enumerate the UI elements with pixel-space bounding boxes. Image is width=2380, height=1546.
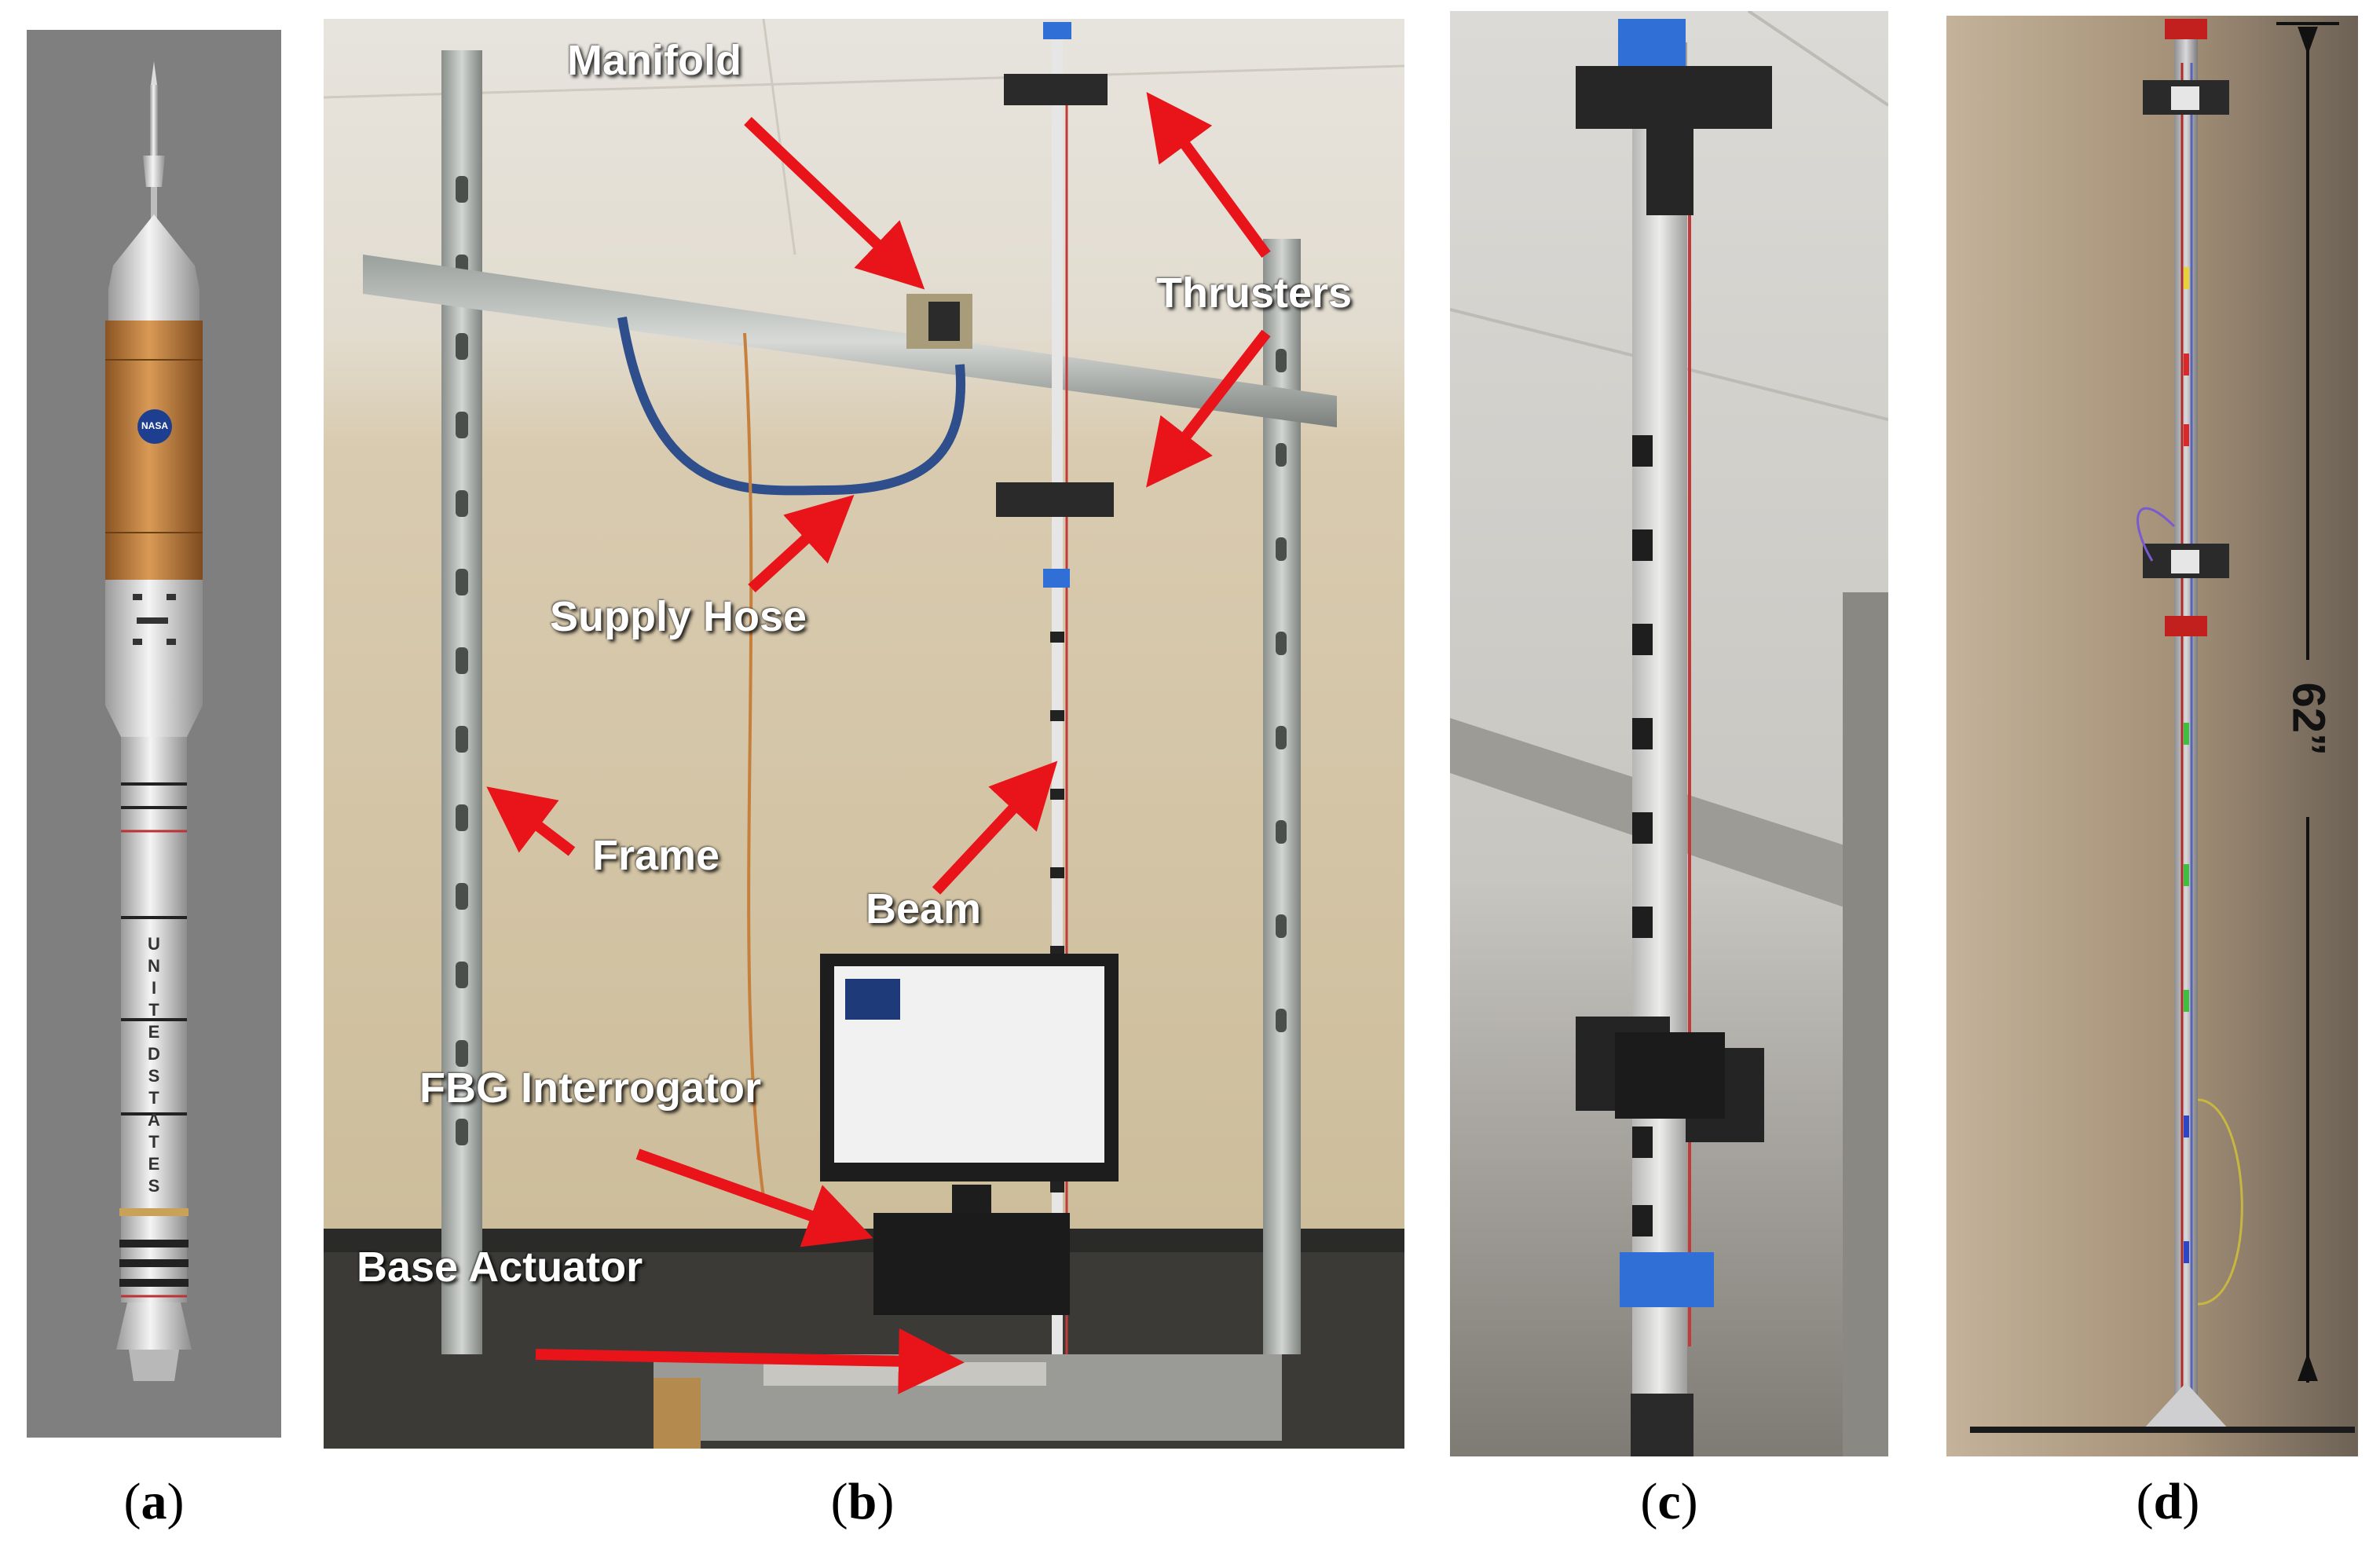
rocket-illustration [105, 61, 203, 1381]
rocket-letter: N [148, 956, 160, 976]
cad-base-tripod [2143, 1383, 2229, 1430]
caption-b: (b) [830, 1473, 895, 1530]
callout-beam: Beam [866, 885, 982, 932]
rocket-letter: E [148, 1154, 160, 1174]
dimension-arrow [2276, 22, 2339, 1383]
nasa-logo-icon [137, 409, 172, 444]
callout-thrusters: Thrusters [1156, 269, 1353, 317]
cad-top-cap [2165, 19, 2207, 39]
beam-closeup-scene [1450, 11, 1888, 1456]
rocket-letter: T [148, 1132, 159, 1152]
cad-rendering-scene [1946, 16, 2358, 1456]
rocket-letter: S [148, 1176, 160, 1196]
frame-crossbar [363, 255, 1337, 427]
cad-ground-plate [1970, 1427, 2355, 1433]
lab-photo-scene [324, 19, 1404, 1449]
callout-arrows [486, 92, 1271, 1394]
caption-a: (a) [123, 1473, 185, 1530]
rocket-orange-stage [105, 321, 203, 580]
caption-c: (c) [1640, 1473, 1698, 1530]
rocket-letter: S [148, 1066, 160, 1086]
rocket-letter: T [148, 1088, 159, 1108]
rocket-letter: I [151, 978, 157, 998]
rocket-letter: A [148, 1110, 160, 1130]
upper-thruster [1004, 74, 1108, 105]
rocket-letter: E [148, 1022, 160, 1042]
dimension-label: 62” [2283, 682, 2334, 757]
frame-post-left [441, 50, 482, 1354]
callout-frame: Frame [592, 832, 720, 879]
rocket-letter: T [148, 1000, 159, 1020]
rocket-nasa-lettering: NASA [141, 420, 168, 431]
fbg-interrogator-box [873, 1213, 1070, 1315]
caption-d: (d) [2136, 1473, 2200, 1530]
rocket-letter: U [148, 934, 160, 954]
supply-hose [617, 317, 966, 496]
panel-c-beam-photo [1450, 11, 1888, 1456]
rocket-letter: D [148, 1044, 160, 1064]
panel-d-cad-rendering: 62” [1946, 16, 2358, 1456]
callout-manifold: Manifold [567, 37, 741, 84]
callout-base-actuator: Base Actuator [357, 1244, 643, 1291]
lower-thruster [996, 482, 1114, 517]
callout-supply-hose: Supply Hose [550, 593, 807, 640]
callout-fbg-interrogator: FBG Interrogator [419, 1064, 762, 1112]
bottom-clamp [1620, 1252, 1714, 1307]
frame-post-right [1263, 239, 1301, 1354]
upper-thruster-assembly [1576, 66, 1772, 129]
panel-b-lab-photo: Manifold Thrusters Supply Hose Frame Bea… [324, 19, 1404, 1449]
